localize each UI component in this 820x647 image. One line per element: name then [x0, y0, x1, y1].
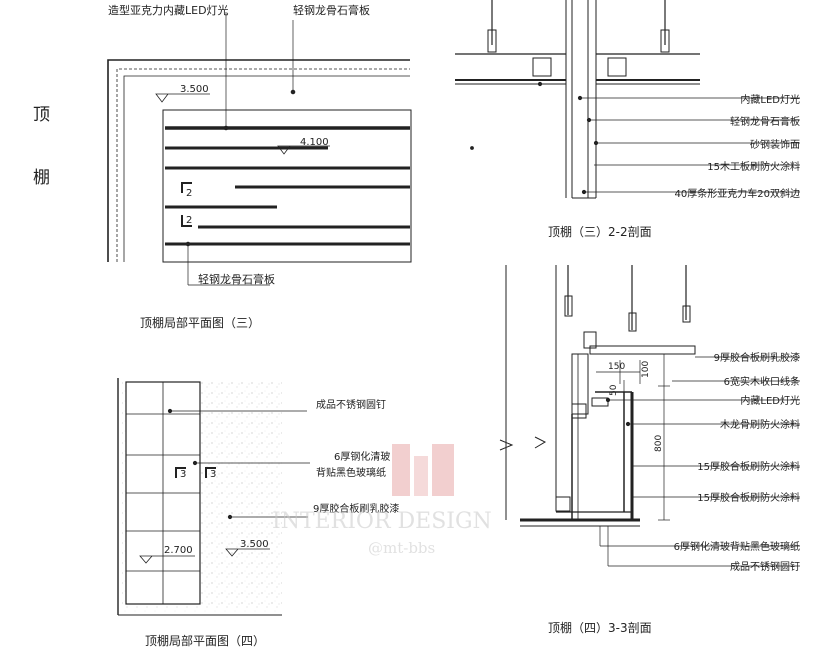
- plan4-drawing: [117, 378, 310, 616]
- plan4-section-mark-1: 3: [180, 469, 186, 480]
- plan4-level-left: 2.700: [164, 545, 193, 556]
- plan4-label-4: 9厚胶合板刷乳胶漆: [313, 502, 399, 515]
- plan4-level-right: 3.500: [240, 539, 269, 550]
- watermark-logo-left: [392, 444, 410, 496]
- watermark: INTERIOR DESIGN @mt-bbs: [272, 444, 492, 557]
- section22-labels: 内藏LED灯光 轻钢龙骨石膏板 砂钢装饰面 15木工板刷防火涂料 40厚条形亚克…: [548, 93, 800, 239]
- plan3-section-mark-2: 2: [186, 215, 192, 226]
- plan3-label-board-bottom: 轻钢龙骨石膏板: [198, 272, 275, 286]
- section22-label-3: 砂钢装饰面: [750, 138, 800, 151]
- plan3-section-mark-1: 2: [186, 188, 192, 199]
- section33-label-3: 内藏LED灯光: [740, 394, 800, 407]
- section22-label-4: 15木工板刷防火涂料: [707, 160, 800, 173]
- side-title: 顶 棚: [33, 105, 50, 188]
- plan3-label-led: 造型亚克力内藏LED灯光: [108, 3, 229, 17]
- plan3-labels: 造型亚克力内藏LED灯光 轻钢龙骨石膏板 3.500 4.100 2 2 轻钢龙…: [108, 3, 370, 330]
- section33-label-6: 15厚胶合板刷防火涂料: [697, 491, 800, 504]
- section22-label-1: 内藏LED灯光: [740, 93, 800, 106]
- plan3-level-inner: 4.100: [300, 137, 329, 148]
- watermark-handle: @mt-bbs: [368, 539, 435, 557]
- section33-title: 顶棚（四）3-3剖面: [548, 620, 652, 635]
- section33-label-7: 6厚钢化清玻背贴黑色玻璃纸: [674, 540, 800, 553]
- section33-label-8: 成品不锈钢圆钉: [730, 560, 800, 573]
- section33-label-4: 木龙骨刷防火涂料: [720, 418, 800, 431]
- section33-dim-150: 150: [608, 362, 625, 372]
- section33-dim-100: 100: [641, 361, 651, 378]
- plan4-labels: 成品不锈钢圆钉 6厚钢化清玻 背贴黑色玻璃纸 9厚胶合板刷乳胶漆 3 3 2.7…: [145, 398, 399, 647]
- section33-drawing: [499, 265, 800, 567]
- section33-dim-50: 50: [609, 384, 619, 396]
- watermark-brand: INTERIOR DESIGN: [272, 509, 492, 534]
- plan3-label-board-top: 轻钢龙骨石膏板: [293, 3, 370, 17]
- watermark-logo-right: [432, 444, 454, 496]
- section22-drawing: [455, 0, 800, 199]
- plan3-level-outer: 3.500: [180, 84, 209, 95]
- section33-label-5: 15厚胶合板刷防火涂料: [697, 460, 800, 473]
- side-title-char-1: 顶: [33, 105, 50, 125]
- side-title-char-2: 棚: [33, 168, 50, 188]
- plan3-title: 顶棚局部平面图（三）: [140, 315, 260, 330]
- section22-label-2: 轻钢龙骨石膏板: [730, 115, 800, 128]
- section22-title: 顶棚（三）2-2剖面: [548, 224, 652, 239]
- section22-label-5: 40厚条形亚克力车20双斜边: [675, 187, 800, 200]
- section33-label-2: 6宽实木收口线条: [724, 375, 800, 388]
- plan4-title: 顶棚局部平面图（四）: [145, 633, 265, 647]
- plan4-section-mark-2: 3: [210, 469, 216, 480]
- section33-labels: 150 100 50 800 9厚胶合板刷乳胶漆 6宽实木收口线条 内藏LED灯…: [548, 351, 800, 635]
- plan4-label-1: 成品不锈钢圆钉: [316, 398, 386, 411]
- plan4-label-2: 6厚钢化清玻: [334, 450, 390, 463]
- watermark-logo-mid: [414, 456, 428, 496]
- section33-label-1: 9厚胶合板刷乳胶漆: [714, 351, 800, 364]
- plan4-label-3: 背贴黑色玻璃纸: [316, 466, 386, 479]
- plan3-drawing: [107, 12, 412, 286]
- section33-dim-800: 800: [654, 435, 664, 452]
